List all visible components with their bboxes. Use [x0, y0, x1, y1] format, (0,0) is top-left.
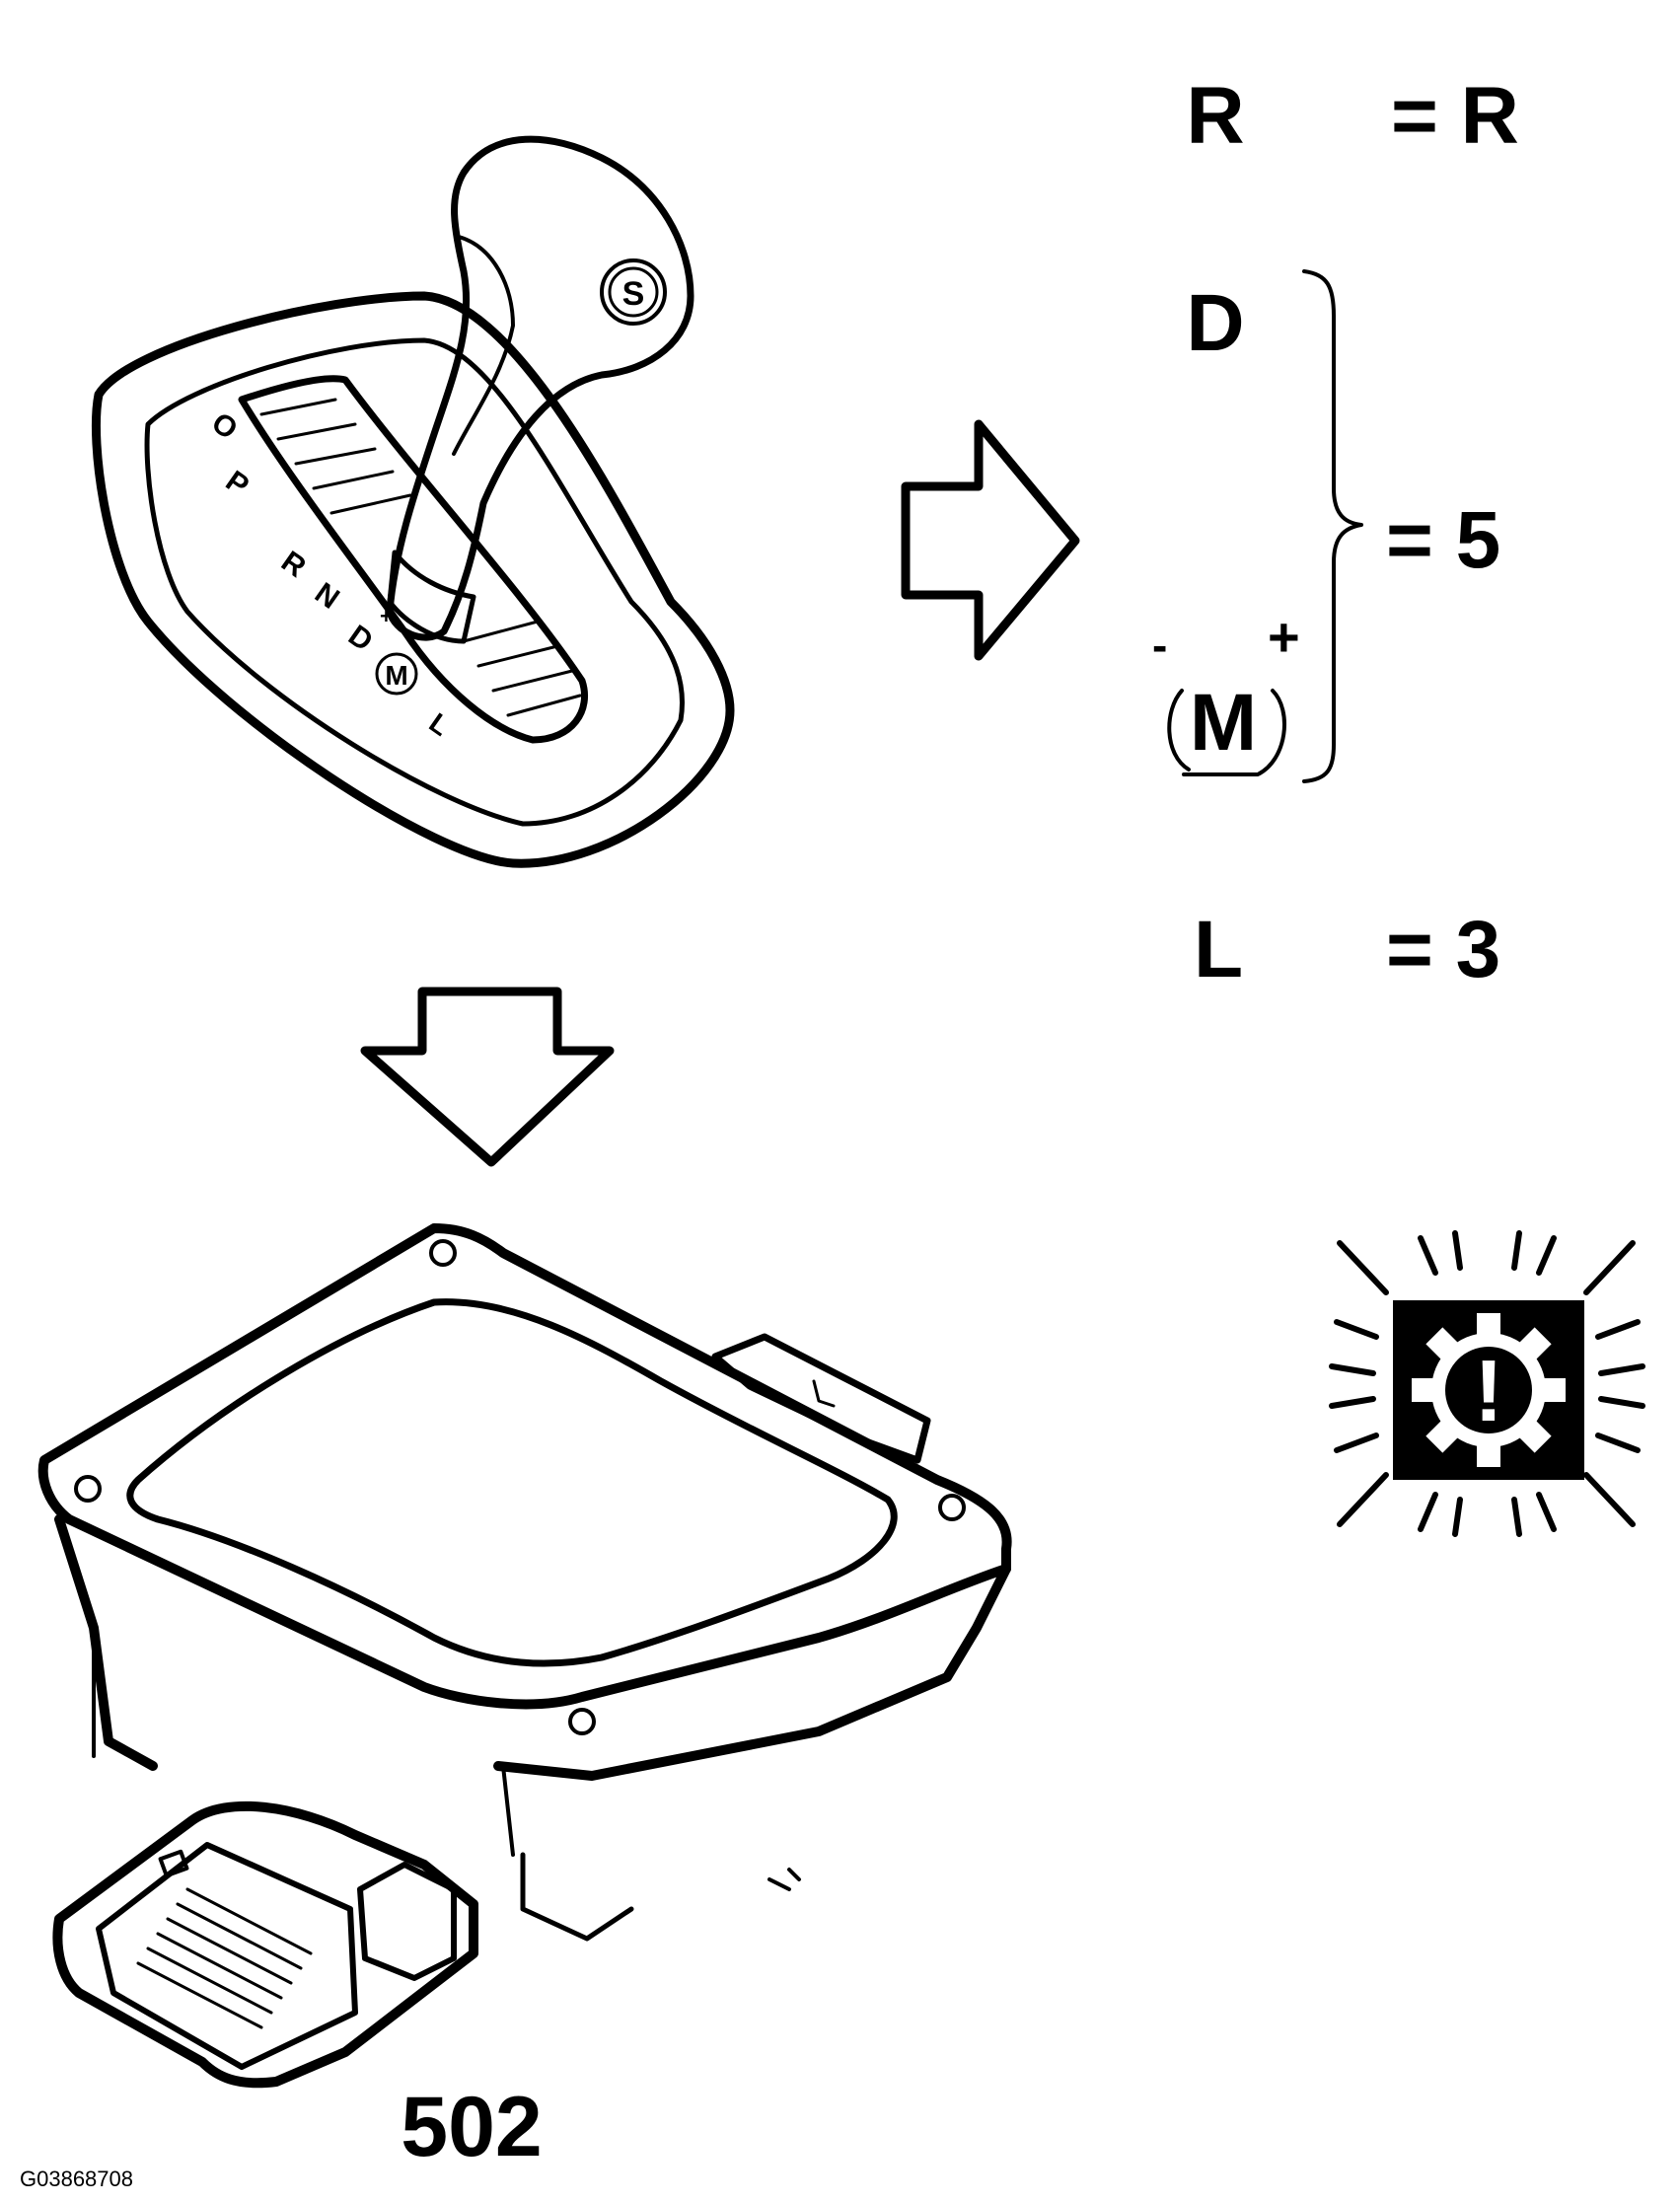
gear-mapping: R = R D - + M = 5 L = 3	[1152, 71, 1519, 994]
gate-label-p: P	[220, 465, 255, 503]
result-l: = 3	[1386, 905, 1500, 994]
bracket	[1302, 269, 1363, 783]
shift-lock-button-label: S	[622, 275, 645, 313]
manual-minus: -	[1152, 620, 1167, 671]
gate-label-o: O	[205, 406, 243, 446]
selector-d: D	[1186, 278, 1244, 368]
gate-label-r: R	[275, 545, 312, 584]
warning-symbol: !	[1474, 1342, 1502, 1439]
gate-label-n: N	[309, 576, 345, 615]
gate-ribs	[259, 398, 582, 717]
connector-pins	[136, 1887, 313, 2029]
result-manual: = 5	[1386, 495, 1500, 585]
mounting-holes	[74, 1239, 966, 1735]
module-label: 502	[401, 2080, 543, 2174]
result-r: = R	[1391, 71, 1519, 161]
right-arrow-icon	[901, 419, 1080, 661]
transmission-control-module-illustration	[37, 1223, 1012, 2089]
gate-label-plus: +	[380, 604, 393, 628]
selector-m: M	[1190, 678, 1257, 768]
gate-label-d: D	[342, 619, 379, 657]
gate-label-l: L	[424, 707, 456, 742]
selector-r: R	[1186, 71, 1244, 161]
selector-l: L	[1194, 905, 1243, 994]
transmission-warning-icon: !	[1329, 1230, 1645, 1537]
figure-id: G03868708	[20, 2167, 133, 2191]
down-arrow-icon	[360, 987, 615, 1167]
gear-shifter-illustration: S O P R N D + M L	[91, 135, 735, 868]
manual-plus: +	[1268, 606, 1300, 668]
gate-label-m: M	[385, 660, 407, 691]
